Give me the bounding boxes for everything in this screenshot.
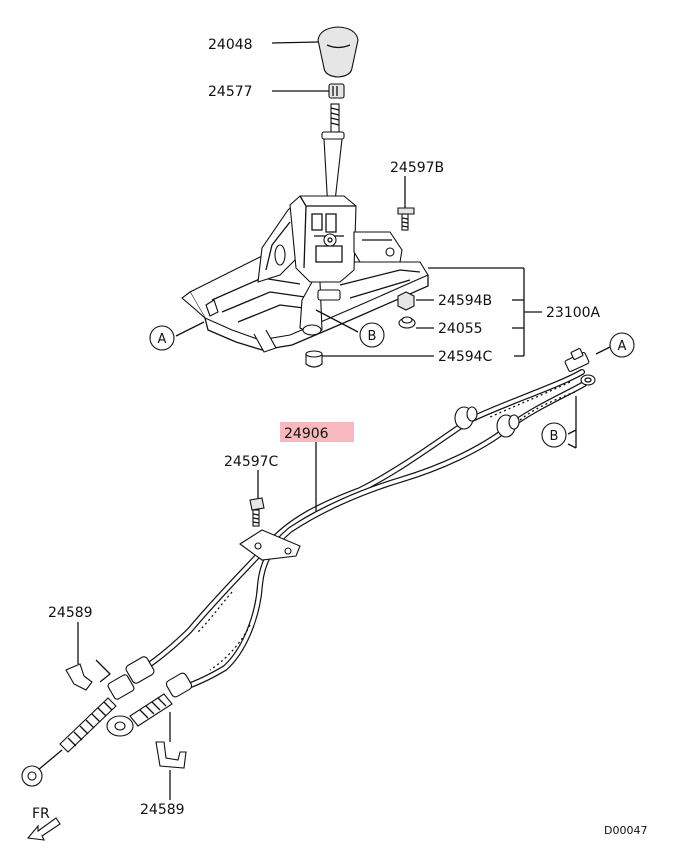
nut-24594b[interactable] xyxy=(397,291,415,311)
label-23100a[interactable]: 23100A xyxy=(546,305,601,321)
cable-end-left[interactable] xyxy=(21,655,155,787)
shift-knob[interactable] xyxy=(317,26,359,78)
ref-circle-b-left: B xyxy=(359,322,385,348)
label-24055[interactable]: 24055 xyxy=(438,321,483,337)
knob-nut[interactable] xyxy=(328,83,345,99)
fr-direction-label: FR xyxy=(32,806,50,822)
washer-24055[interactable] xyxy=(398,316,416,329)
label-24594b[interactable]: 24594B xyxy=(438,293,492,309)
part-highlight xyxy=(280,422,354,442)
diagram-code: D00047 xyxy=(604,824,647,837)
cable-end-right[interactable] xyxy=(106,672,193,737)
leader-lines xyxy=(77,41,611,800)
shift-lever-rod xyxy=(321,103,345,211)
label-24589-top[interactable]: 24589 xyxy=(48,605,93,621)
svg-text:B: B xyxy=(550,429,559,444)
label-24597c[interactable]: 24597C xyxy=(224,454,279,470)
svg-text:A: A xyxy=(158,332,167,347)
bolt-24597c[interactable] xyxy=(249,497,265,527)
bushing-24594c[interactable] xyxy=(305,350,323,368)
cable-grommet-2 xyxy=(496,414,520,438)
ref-circle-b-right: B xyxy=(541,422,567,448)
cable-grommet-1 xyxy=(454,406,478,430)
ref-circle-a-left: A xyxy=(149,325,175,351)
label-24906[interactable]: 24906 xyxy=(284,426,329,442)
cable-inner-wires xyxy=(197,381,576,671)
shifter-assembly[interactable] xyxy=(181,195,429,353)
label-24577[interactable]: 24577 xyxy=(208,84,253,100)
svg-text:B: B xyxy=(368,329,377,344)
cable-bracket[interactable] xyxy=(239,529,301,561)
bolt-24597b[interactable] xyxy=(397,207,415,231)
label-24048[interactable]: 24048 xyxy=(208,37,253,53)
ref-circle-a-right: A xyxy=(609,332,635,358)
svg-text:A: A xyxy=(618,339,627,354)
label-24589-bottom[interactable]: 24589 xyxy=(140,802,185,818)
label-24597b[interactable]: 24597B xyxy=(390,160,444,176)
clip-24589-bottom[interactable] xyxy=(155,741,187,769)
cable-end-a[interactable] xyxy=(564,348,590,372)
cable-end-b[interactable] xyxy=(580,374,596,386)
fr-arrow-icon xyxy=(26,817,61,841)
label-24594c[interactable]: 24594C xyxy=(438,349,493,365)
clip-24589-top[interactable] xyxy=(65,659,111,691)
